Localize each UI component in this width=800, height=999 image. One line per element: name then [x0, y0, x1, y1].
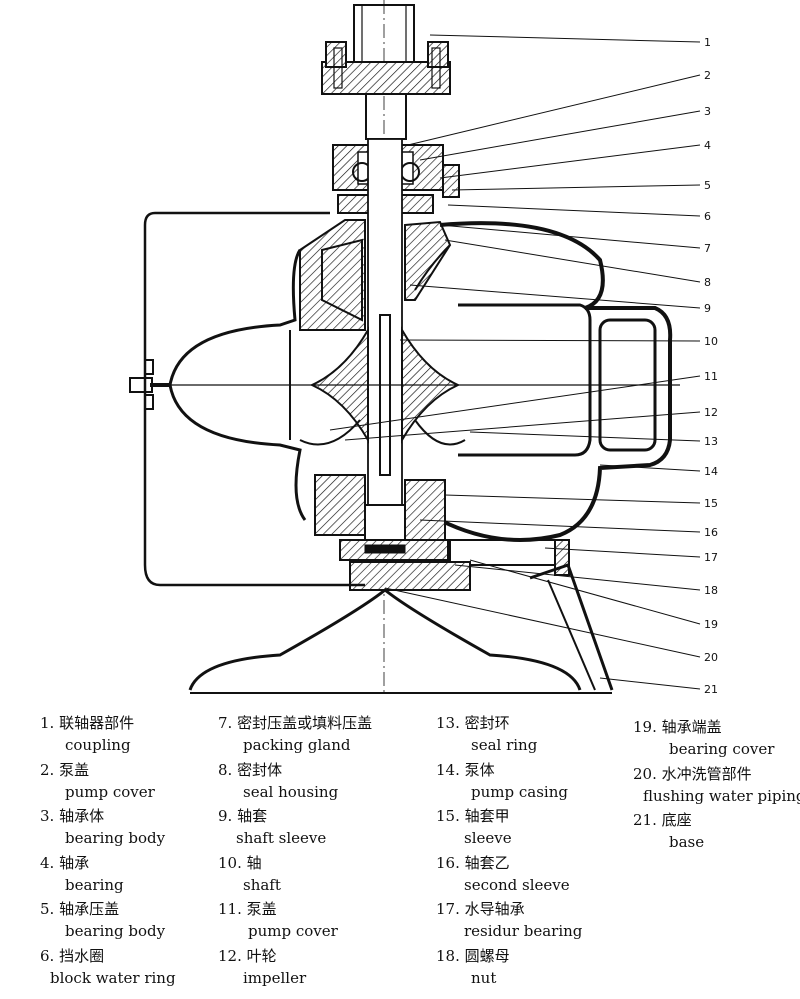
callout-14: 14: [704, 465, 718, 478]
legend-item: 10. 轴 shaft: [218, 852, 372, 899]
legend-item: 17. 水导轴承 residur bearing: [436, 898, 582, 945]
legend-item-zh: 17. 水导轴承: [436, 900, 525, 919]
legend-item-zh: 7. 密封压盖或填料压盖: [218, 714, 373, 732]
callout-3: 3: [704, 105, 711, 118]
legend-item: 18. 圆螺母 nut: [436, 945, 582, 992]
legend-item-en: bearing body: [65, 829, 166, 848]
legend-item: 2. 泵盖 pump cover: [40, 759, 176, 806]
legend-item: 12. 叶轮 impeller: [218, 945, 372, 992]
callout-8: 8: [704, 276, 711, 289]
legend-item: 1. 联轴器部件 coupling: [40, 712, 176, 759]
legend-item: 13. 密封环 seal ring: [436, 712, 582, 759]
legend-item-zh: 13. 密封环: [436, 714, 510, 732]
legend-item-en: sleeve: [464, 829, 512, 848]
legend-item: 9. 轴套 shaft sleeve: [218, 805, 372, 852]
callout-19: 19: [704, 618, 718, 631]
legend-column-3: 13. 密封环 seal ring 14. 泵体 pump casing 15. 轴…: [436, 712, 582, 992]
callout-11: 11: [704, 370, 718, 383]
legend-item: 21. 底座 base: [633, 809, 800, 856]
legend-item: 16. 轴套乙 second sleeve: [436, 852, 582, 899]
callout-7: 7: [704, 242, 711, 255]
legend-item: 7. 密封压盖或填料压盖 packing gland: [218, 712, 372, 759]
legend-item-zh: 1. 联轴器部件: [40, 714, 135, 732]
callout-13: 13: [704, 435, 718, 448]
legend-item-en: pump casing: [471, 782, 568, 801]
legend-item-en: bearing body: [65, 922, 166, 941]
legend-item-en: coupling: [65, 736, 131, 754]
callout-21: 21: [704, 683, 718, 696]
legend-column-1: 1. 联轴器部件 coupling 2. 泵盖 pump cover 3. 轴承体 b…: [40, 712, 176, 992]
lower-bearing-assembly: [314, 474, 570, 576]
legend-item: 19. 轴承端盖 bearing cover: [633, 716, 800, 763]
legend-item-en: packing gland: [243, 736, 351, 754]
legend-item-zh: 9. 轴套: [218, 807, 268, 826]
legend-item: 3. 轴承体 bearing body: [40, 805, 176, 852]
callout-12: 12: [704, 406, 718, 419]
legend-item-zh: 20. 水冲洗管部件: [633, 764, 752, 783]
legend-item-en: seal housing: [243, 782, 339, 801]
legend-item-zh: 14. 泵体: [436, 760, 495, 779]
legend-item-zh: 12. 叶轮: [218, 946, 277, 965]
legend-item-zh: 21. 底座: [633, 811, 692, 830]
legend-item-zh: 2. 泵盖: [40, 760, 90, 779]
legend-item-zh: 19. 轴承端盖: [633, 718, 722, 736]
callout-6: 6: [704, 210, 711, 223]
shaft: [367, 138, 403, 560]
legend-item: 14. 泵体 pump casing: [436, 759, 582, 806]
legend-item-en: flushing water piping: [643, 786, 800, 805]
legend-item-en: bearing cover: [669, 740, 775, 758]
callout-10: 10: [704, 335, 718, 348]
legend-item-en: nut: [471, 968, 497, 987]
coupling: [321, 4, 451, 140]
legend-item: 11. 泵盖 pump cover: [218, 898, 372, 945]
legend-item-en: pump cover: [248, 922, 338, 941]
callout-2: 2: [704, 69, 711, 82]
callout-17: 17: [704, 551, 718, 564]
legend-item: 6. 挡水圈 block water ring: [40, 945, 176, 992]
legend-item-zh: 8. 密封体: [218, 760, 283, 779]
legend-item-zh: 18. 圆螺母: [436, 946, 510, 965]
leader-lines: [329, 34, 701, 690]
callout-20: 20: [704, 651, 718, 664]
legend-item-zh: 5. 轴承压盖: [40, 900, 120, 919]
legend-item-en: bearing: [65, 875, 124, 894]
seal-housing: [404, 220, 452, 301]
legend-item-zh: 6. 挡水圈: [40, 946, 105, 965]
legend-item-zh: 16. 轴套乙: [436, 853, 510, 872]
legend-item-zh: 15. 轴套甲: [436, 807, 510, 826]
legend-item: 4. 轴承 bearing: [40, 852, 176, 899]
legend-column-2: 7. 密封压盖或填料压盖 packing gland 8. 密封体 seal hou…: [218, 712, 372, 992]
legend-item: 15. 轴套甲 sleeve: [436, 805, 582, 852]
legend-item-en: shaft sleeve: [236, 829, 327, 848]
pump-cross-section-drawing: 1 2 3 4 5 6 7 8 9 10 11 12 13 14 15 16 1…: [129, 0, 718, 696]
base: [188, 561, 614, 694]
legend-item-en: second sleeve: [464, 875, 570, 894]
callout-5: 5: [704, 179, 711, 192]
legend-item-en: residur bearing: [464, 922, 583, 941]
callout-1: 1: [704, 36, 711, 49]
legend-item-en: base: [669, 833, 705, 852]
callout-15: 15: [704, 497, 718, 510]
legend-item-en: seal ring: [471, 736, 538, 754]
legend-item-zh: 11. 泵盖: [218, 900, 277, 919]
callout-16: 16: [704, 526, 718, 539]
legend-item-en: pump cover: [65, 782, 155, 801]
legend-item-zh: 3. 轴承体: [40, 807, 105, 826]
legend-item-en: block water ring: [50, 968, 176, 987]
legend-item-en: shaft: [243, 875, 281, 894]
legend-item: 5. 轴承压盖 bearing body: [40, 898, 176, 945]
legend-item-zh: 10. 轴: [218, 853, 262, 872]
legend-item-en: impeller: [243, 968, 307, 987]
callout-4: 4: [704, 139, 711, 152]
packing-gland: [321, 238, 363, 322]
legend-item: 20. 水冲洗管部件 flushing water piping: [633, 763, 800, 810]
callout-numbers: 1 2 3 4 5 6 7 8 9 10 11 12 13 14 15 16 1…: [704, 36, 718, 696]
pump-casing: [439, 221, 673, 542]
callout-9: 9: [704, 302, 711, 315]
legend-item: 8. 密封体 seal housing: [218, 759, 372, 806]
legend-column-4: 19. 轴承端盖 bearing cover 20. 水冲洗管部件 flushing…: [633, 716, 800, 856]
callout-18: 18: [704, 584, 718, 597]
legend-item-zh: 4. 轴承: [40, 853, 90, 872]
